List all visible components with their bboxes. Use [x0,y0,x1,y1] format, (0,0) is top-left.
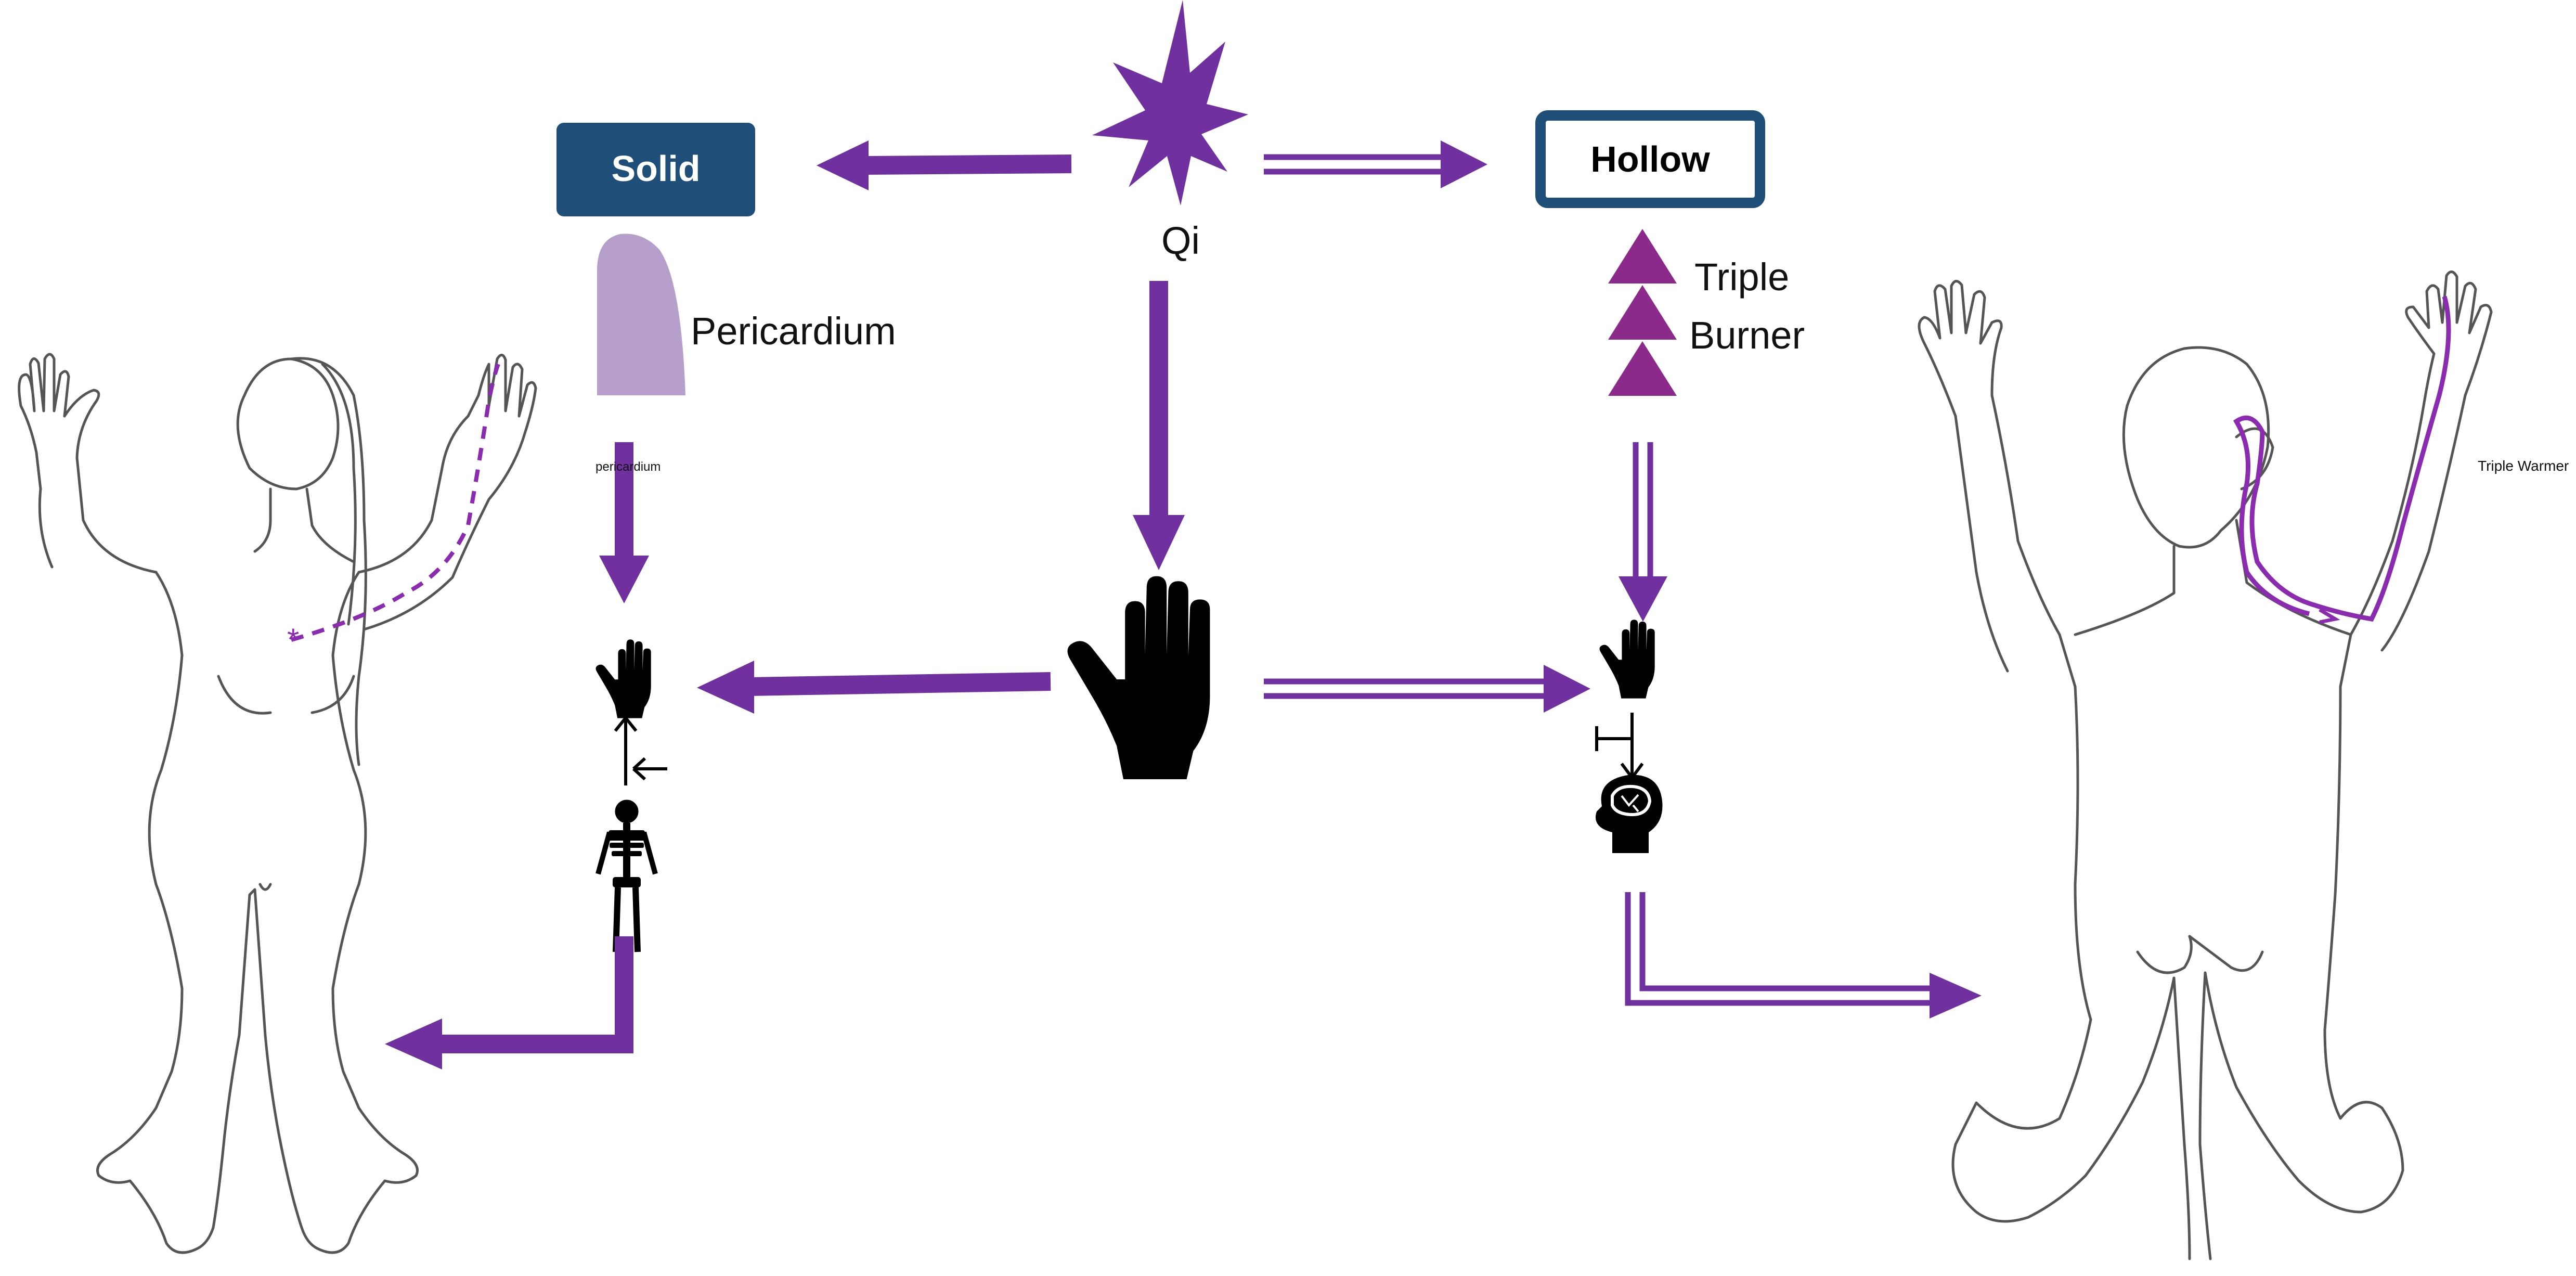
left-hand-icon [596,639,651,718]
arrow-qi-to-solid [817,140,1072,190]
center-hand-icon [1067,576,1210,779]
solid-label: Solid [611,148,700,189]
qi-starburst-icon [1092,0,1248,205]
skeleton-to-hand-arrow [614,715,667,785]
triple-burner-triangle-stack-icon [1608,229,1677,396]
skeleton-icon [596,800,658,952]
arrow-center-hand-to-right-hand [1264,665,1590,713]
arrow-skeleton-to-left-figure [385,936,633,1069]
arrow-pericardium-to-hand [599,442,649,603]
left-female-figure [18,353,537,1254]
triple-warmer-meridian-line [2233,295,2451,622]
hollow-label: Hollow [1590,139,1710,179]
right-figure-caption: Triple Warmer [2478,458,2569,474]
head-brain-icon [1596,775,1663,853]
triple-burner-label-line1: Triple [1694,255,1789,299]
pericardium-point-marker: * [287,622,299,657]
left-figure-caption: pericardium [596,460,661,474]
pericardium-label: Pericardium [691,310,896,353]
arrow-brain-to-right-figure [1625,892,1982,1019]
hollow-box [1535,110,1765,208]
right-male-figure [1918,270,2493,1260]
arrow-qi-to-hollow [1264,140,1487,188]
pericardium-shape-icon [597,234,685,395]
hand-to-brain-arrow [1595,713,1644,781]
solid-box [556,123,755,216]
arrow-qi-to-hand [1133,281,1185,570]
meridian-arrow-marker [2319,608,2340,624]
triple-burner-label-line2: Burner [1689,314,1805,357]
arrow-triple-burner-to-hand [1619,442,1667,622]
right-hand-icon [1599,620,1655,699]
pericardium-meridian-line [290,363,500,642]
qi-label: Qi [1161,219,1200,262]
arrow-center-hand-to-left-hand [697,661,1051,714]
